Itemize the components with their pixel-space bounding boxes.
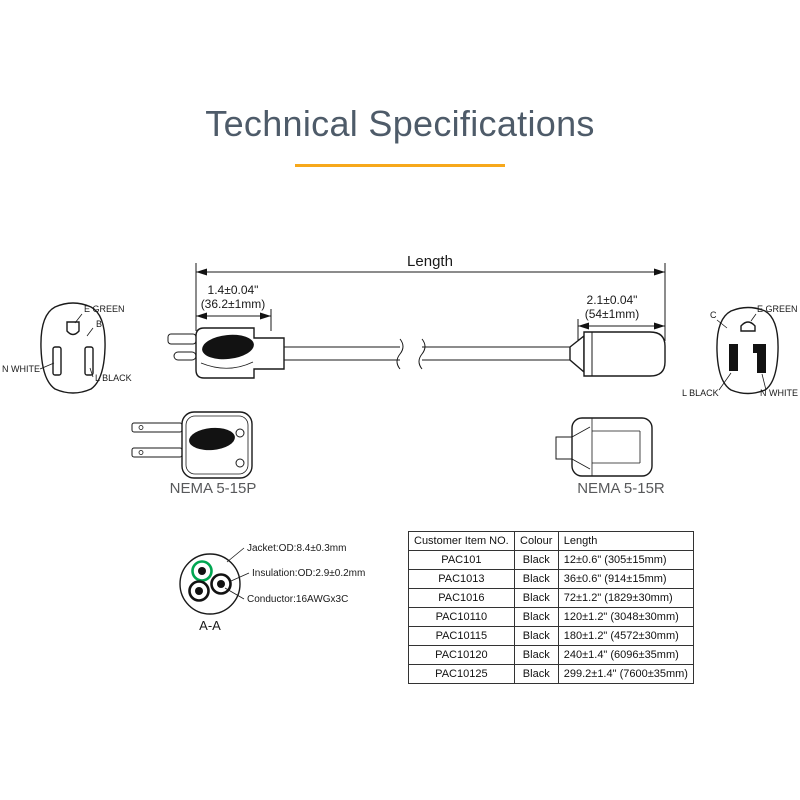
plug-bottom-view [131,411,253,479]
table-cell: PAC1016 [408,588,515,608]
table-cell: Black [513,569,559,589]
plug-blade-side [167,333,197,345]
conductor-2-core [195,587,203,595]
col-header-colour: Colour [513,531,559,551]
receptacle-strain-relief-bottom [555,436,573,460]
conductor-spec: Conductor:16AWGx3C [247,594,348,605]
plug-type-label: NEMA 5-15P [170,480,257,497]
table-cell: Black [513,664,559,684]
cable-assembly [167,327,666,379]
col-header-length: Length [557,531,694,551]
plug-line-label: L BLACK [95,373,132,383]
receptacle-neutral-label: N WHITE [760,388,798,398]
cross-section-leader-lines [224,547,250,600]
table-cell: PAC10125 [408,664,515,684]
line-blade [84,346,94,376]
receptacle-body [583,331,666,377]
table-cell: Black [513,626,559,646]
plug-dim-inches: 1.4±0.04" [208,283,259,297]
receptacle-bottom-view [555,417,653,477]
line-slot [729,344,738,371]
receptacle-bottom-detail [571,418,641,476]
plug-face-view: E GREEN B N WHITE L BLACK [2,302,132,394]
receptacle-type-label: NEMA 5-15R [577,480,665,497]
plug-screw-boss-1 [235,428,245,438]
plug-face-leader-lines [39,313,94,378]
ground-conductor-core [198,567,206,575]
table-cell: 240±1.4" (6096±35mm) [557,645,694,665]
receptacle-dim-mm: (54±1mm) [585,307,640,321]
insulation-spec: Insulation:OD:2.9±0.2mm [252,568,365,579]
table-cell: PAC10110 [408,607,515,627]
table-cell: 12±0.6" (305±15mm) [557,550,694,570]
plug-screw-boss-2 [235,458,245,468]
table-cell: Black [513,550,559,570]
plug-neutral-label: N WHITE [2,364,40,374]
col-header-item-no: Customer Item NO. [408,531,515,551]
ground-pin [66,321,80,336]
plug-logo-oval [202,334,254,360]
jacket-spec: Jacket:OD:8.4±0.3mm [247,543,346,554]
table-cell: Black [513,588,559,608]
conductor-3-core [217,580,225,588]
length-dimension-label: Length [407,253,453,270]
plug-mold-line [200,361,254,369]
page-title: Technical Specifications [205,103,595,144]
plug-ground-label: E GREEN [84,304,125,314]
cable-break-symbol [396,338,426,370]
neutral-slot [753,344,766,373]
plug-blade-bottom-2 [131,447,183,458]
receptacle-ground-label: E GREEN [757,304,798,314]
ground-slot [740,321,756,332]
table-cell: 299.2±1.4" (7600±35mm) [557,664,694,684]
receptacle-length-dimension: 2.1±0.04" (54±1mm) [577,293,665,340]
receptacle-dim-inches: 2.1±0.04" [587,293,638,307]
section-label: A-A [199,618,221,633]
table-cell: PAC101 [408,550,515,570]
table-cell: Black [513,645,559,665]
plug-bottom-logo-oval [189,427,235,451]
receptacle-line-label: L BLACK [682,388,719,398]
header: Technical Specifications [0,0,800,167]
plug-length-dimension: 1.4±0.04" (36.2±1mm) [196,283,272,331]
table-cell: PAC10120 [408,645,515,665]
receptacle-face-view: C E GREEN L BLACK N WHITE [682,304,798,398]
table-cell: 180±1.2" (4572±30mm) [557,626,694,646]
plug-body-label: B [96,319,102,329]
table-cell: 120±1.2" (3048±30mm) [557,607,694,627]
table-cell: 72±1.2" (1829±30mm) [557,588,694,608]
table-cell: 36±0.6" (914±15mm) [557,569,694,589]
receptacle-cover-label: C [710,310,717,320]
plug-blade-bottom-1 [131,422,183,433]
receptacle-face-leader-lines [716,313,767,391]
table-cell: PAC10115 [408,626,515,646]
title-accent-underline [295,163,505,167]
cable [284,346,570,361]
plug-dim-mm: (36.2±1mm) [201,297,266,311]
cable-cross-section: Jacket:OD:8.4±0.3mm Insulation:OD:2.9±0.… [179,543,365,633]
table-cell: PAC1013 [408,569,515,589]
length-dimension: Length [195,253,666,341]
receptacle-strain-relief [569,334,585,374]
neutral-blade [52,346,62,376]
plug-ground-pin-side [173,351,197,361]
table-header-row: Customer Item NO. Colour Length [408,531,694,551]
table-cell: Black [513,607,559,627]
